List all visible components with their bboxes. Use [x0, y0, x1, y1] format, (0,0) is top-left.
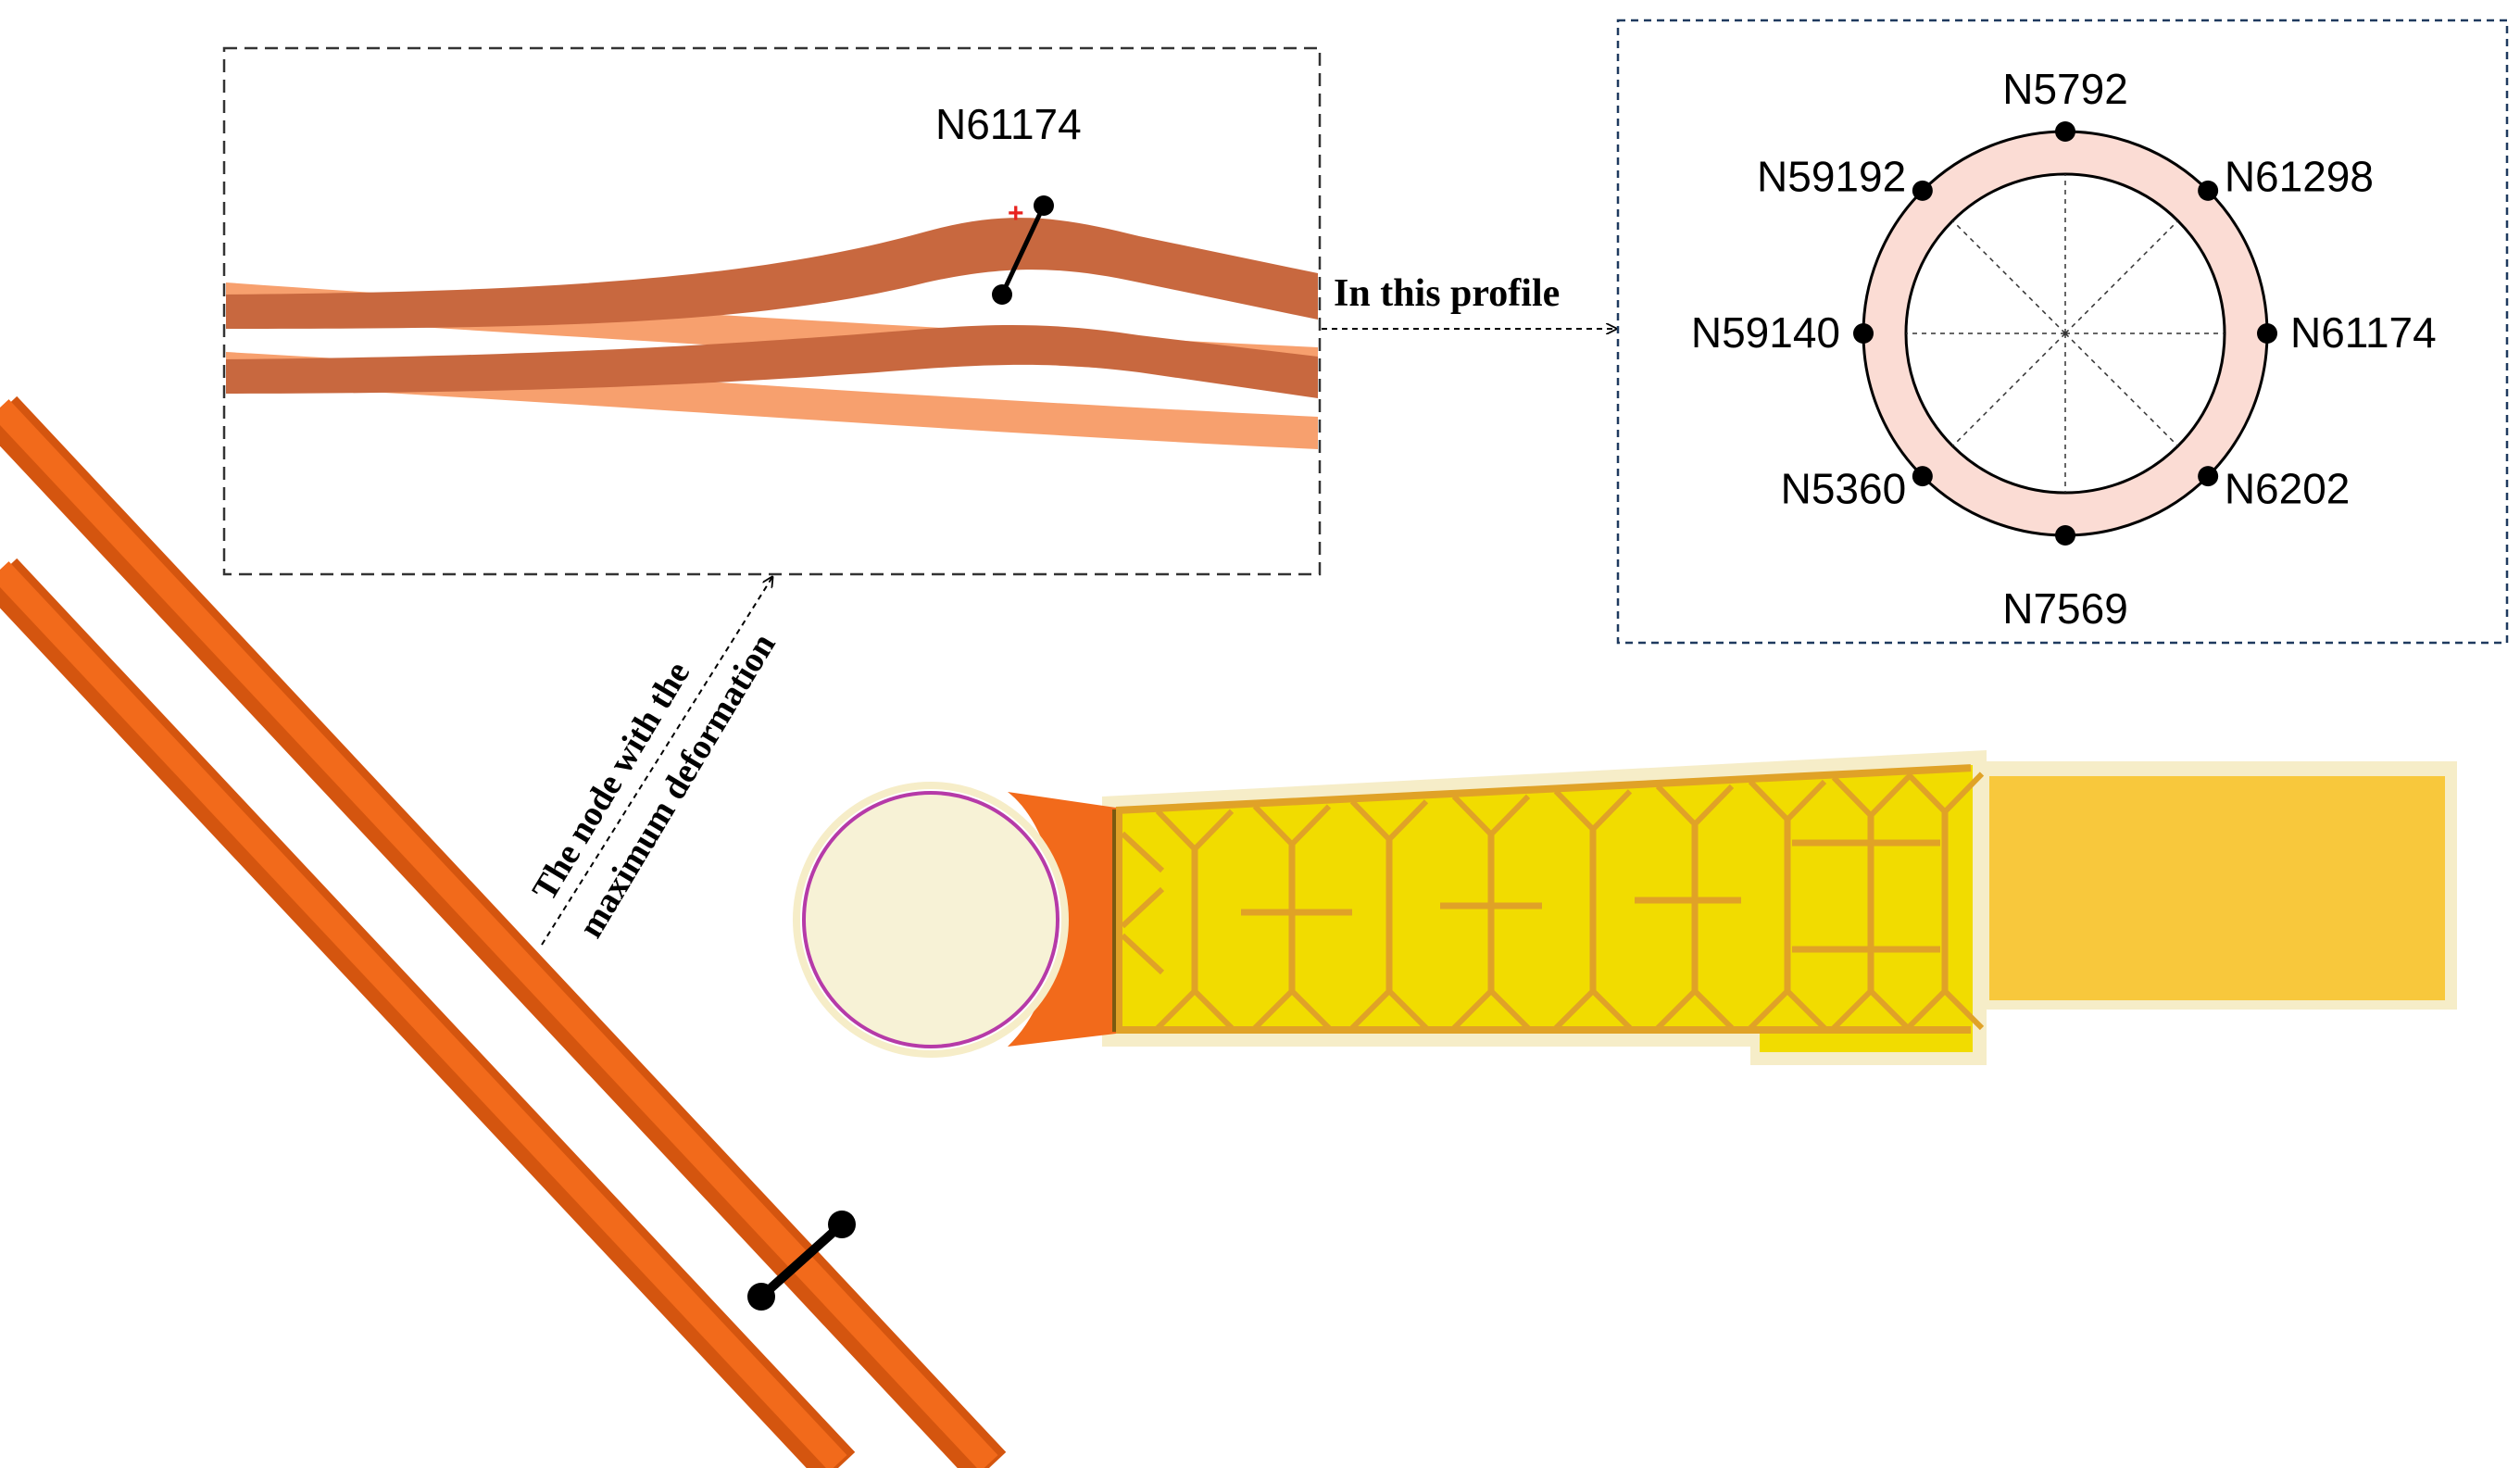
- inset-node-marker: [992, 195, 1054, 305]
- brace: [1120, 831, 1165, 873]
- brace: [1692, 784, 1735, 827]
- brace: [1120, 933, 1165, 975]
- profile-node-dot: [1912, 180, 1933, 201]
- main-pipelines: [0, 395, 1007, 1468]
- profile-node-label: N5360: [1781, 464, 1907, 512]
- node-dot: [747, 1283, 775, 1311]
- deformed-pipe-top: [226, 218, 1318, 329]
- deformation-inset: + N61174: [222, 46, 1322, 576]
- plan-view: [793, 750, 2457, 1065]
- retaining-braces: [1115, 764, 1985, 1034]
- brace: [1488, 794, 1531, 836]
- profile-node-label: N61298: [2225, 153, 2374, 201]
- node-dot: [828, 1211, 856, 1238]
- brace: [1252, 804, 1295, 847]
- deformed-pipe-bottom: [226, 324, 1318, 398]
- profile-node-label: N59140: [1691, 308, 1840, 357]
- brace: [1655, 988, 1698, 1031]
- brace: [1451, 988, 1494, 1031]
- inset-node-label: N61174: [935, 100, 1082, 148]
- profile-node-label: N6202: [2225, 464, 2351, 512]
- brace: [1590, 789, 1633, 832]
- brace: [1386, 988, 1429, 1031]
- retaining-structure: [1116, 765, 1973, 1052]
- max-deformation-node-marker: [747, 1211, 856, 1311]
- brace: [1488, 988, 1531, 1031]
- brace: [1748, 779, 1790, 822]
- brace: [1192, 809, 1235, 851]
- brace: [1785, 988, 1827, 1031]
- brace: [1192, 988, 1235, 1031]
- node-link: [758, 1221, 846, 1300]
- pipeline-upper-highlight: [0, 399, 998, 1468]
- brace: [1289, 804, 1332, 847]
- brace: [1553, 789, 1596, 832]
- section-spoke: [1951, 220, 2066, 334]
- section-spoke: [2064, 332, 2179, 447]
- brace: [1386, 799, 1429, 842]
- brace: [1451, 794, 1494, 836]
- profile-node-dot: [2257, 323, 2277, 344]
- brace: [1868, 988, 1911, 1031]
- brace: [1155, 809, 1197, 851]
- profile-node-dot: [1853, 323, 1874, 344]
- profile-node-dot: [2198, 180, 2219, 201]
- brace: [1905, 988, 1948, 1031]
- brace: [1942, 772, 1985, 814]
- brace: [1655, 784, 1698, 827]
- node-dot: [1034, 195, 1054, 216]
- pipeline-lower-highlight: [0, 561, 847, 1468]
- brace: [1942, 988, 1985, 1031]
- profile-arrow-label: In this profile: [1334, 272, 1560, 315]
- brace: [1590, 988, 1633, 1031]
- brace: [1155, 988, 1197, 1031]
- profile-node-label: N59192: [1757, 153, 1906, 201]
- section-spoke: [1951, 332, 2066, 447]
- brace: [1349, 988, 1392, 1031]
- profile-frame: [1616, 19, 2509, 645]
- brace: [1692, 988, 1735, 1031]
- profile-node-dot: [1912, 466, 1933, 487]
- brace: [1120, 886, 1165, 929]
- shaft: [802, 791, 1059, 1048]
- inset-frame: [222, 46, 1322, 576]
- profile-node-label: N5792: [2002, 65, 2128, 113]
- max-node-pointer-arrow: [541, 577, 772, 946]
- brace: [1349, 799, 1392, 842]
- brace: [1553, 988, 1596, 1031]
- brace: [1289, 988, 1332, 1031]
- red-cross-marker: +: [1008, 198, 1024, 229]
- profile-node-dot: [2198, 466, 2219, 487]
- brace: [1785, 779, 1827, 822]
- slab: [1989, 776, 2445, 1000]
- brace: [1905, 772, 1948, 814]
- node-link: [999, 204, 1047, 296]
- brace: [1831, 988, 1874, 1031]
- profile-node-label: N61174: [2290, 308, 2437, 357]
- brace: [1115, 764, 1972, 814]
- profile-node-dot: [2055, 121, 2075, 142]
- section-spoke: [2064, 220, 2179, 334]
- brace: [1748, 988, 1790, 1031]
- brace: [1252, 988, 1295, 1031]
- profile-node-dot: [2055, 525, 2075, 546]
- brace: [1831, 775, 1874, 818]
- section-spokes: [1906, 174, 2225, 493]
- profile-node-label: N7569: [2002, 584, 2128, 633]
- node-dot: [992, 284, 1012, 305]
- brace: [1868, 775, 1911, 818]
